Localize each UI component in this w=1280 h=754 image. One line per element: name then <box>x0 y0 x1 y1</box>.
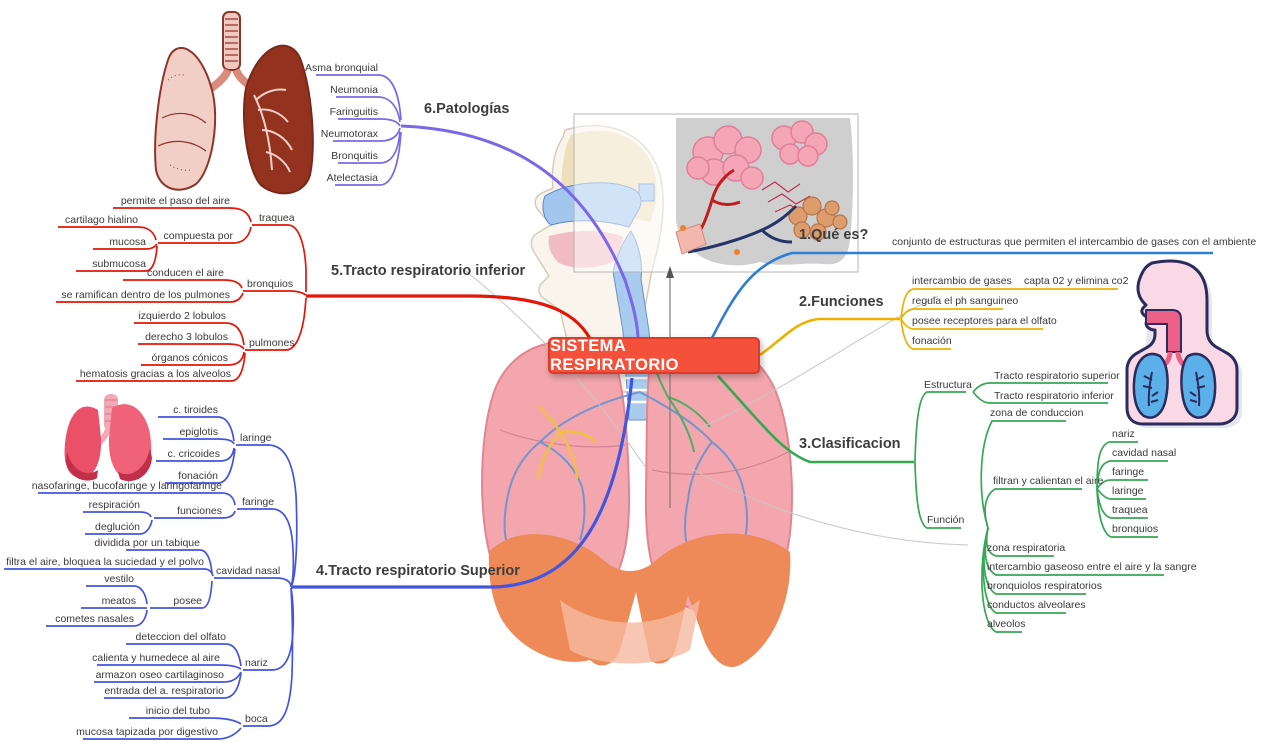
cartoon-lungs-illustration <box>64 394 152 482</box>
node-funciones-faringe[interactable]: funciones <box>177 505 222 517</box>
node-conductos-alveolares[interactable]: conductos alveolares <box>987 599 1086 611</box>
lungs-engraving-illustration <box>154 11 314 195</box>
node-intercambio-gases[interactable]: intercambio de gases <box>912 275 1012 287</box>
node-meatos[interactable]: meatos <box>101 595 136 607</box>
node-zona-conduccion[interactable]: zona de conduccion <box>990 407 1084 419</box>
node-posee[interactable]: posee <box>173 595 202 607</box>
node-dividida-tabique[interactable]: dividida por un tabique <box>94 537 200 549</box>
branch-funciones-lines <box>759 288 1118 357</box>
node-deteccion-olfato[interactable]: deteccion del olfato <box>135 631 226 643</box>
node-boca[interactable]: boca <box>245 713 268 725</box>
central-topic[interactable]: SISTEMA RESPIRATORIO <box>548 337 760 374</box>
node-receptores-olfato[interactable]: posee receptores para el olfato <box>912 315 1057 327</box>
branch-clasificacion-lines <box>717 375 1168 633</box>
node-izquierdo-lobulos[interactable]: izquierdo 2 lobulos <box>138 310 226 322</box>
node-deglucion[interactable]: deglución <box>95 521 140 533</box>
node-conducen-aire[interactable]: conducen el aire <box>146 267 224 279</box>
node-traquea[interactable]: traquea <box>259 212 295 224</box>
node-cartilago-hialino[interactable]: cartilago hialino <box>65 214 138 226</box>
node-cavidad-nasal[interactable]: cavidad nasal <box>216 565 281 577</box>
node-armazon-oseo[interactable]: armazon oseo cartilaginoso <box>95 669 224 681</box>
node-atelectasia[interactable]: Atelectasia <box>326 172 378 184</box>
node-intercambio-gaseoso[interactable]: intercambio gaseoso entre el aire y la s… <box>987 561 1197 573</box>
node-estructura[interactable]: Estructura <box>924 379 972 391</box>
node-fonacion-funcion[interactable]: fonación <box>912 335 952 347</box>
node-f-laringe[interactable]: laringe <box>1112 485 1144 497</box>
node-nasofaringe[interactable]: nasofaringe, bucofaringe y laringofaring… <box>31 480 222 492</box>
node-tracto-inferior-item[interactable]: Tracto respiratorio inferior <box>994 390 1114 402</box>
node-organos-conicos[interactable]: órganos cónicos <box>151 352 228 364</box>
branch-que-es-lines <box>710 251 1213 339</box>
node-zona-respiratoria[interactable]: zona respiratoria <box>987 542 1066 554</box>
topic-tracto-inferior[interactable]: 5.Tracto respiratorio inferior <box>331 263 526 279</box>
node-hematosis[interactable]: hematosis gracias a los alveolos <box>79 368 231 380</box>
node-funcion[interactable]: Función <box>927 514 965 526</box>
node-permite-paso-aire[interactable]: permite el paso del aire <box>120 195 230 207</box>
node-pulmones[interactable]: pulmones <box>249 337 295 349</box>
node-respiracion[interactable]: respiración <box>88 499 140 511</box>
node-filtra-aire[interactable]: filtra el aire, bloquea la suciedad y el… <box>6 556 204 568</box>
node-se-ramifican[interactable]: se ramifican dentro de los pulmones <box>61 289 230 301</box>
node-f-traquea[interactable]: traquea <box>1112 504 1148 516</box>
node-submucosa[interactable]: submucosa <box>92 258 146 270</box>
node-calienta-humedece[interactable]: calienta y humedece al aire <box>92 652 220 664</box>
node-filtran-calientan[interactable]: filtran y calientan el aire <box>993 475 1104 487</box>
node-entrada-respiratorio[interactable]: entrada del a. respiratorio <box>104 685 224 697</box>
node-definicion[interactable]: conjunto de estructuras que permiten el … <box>892 236 1257 248</box>
node-inicio-tubo[interactable]: inicio del tubo <box>145 705 210 717</box>
node-asma-bronquial[interactable]: Asma bronquial <box>305 62 378 74</box>
node-bronquitis[interactable]: Bronquitis <box>331 150 378 162</box>
node-mucosa[interactable]: mucosa <box>109 236 146 248</box>
node-capta-o2[interactable]: capta 02 y elimina co2 <box>1024 275 1129 287</box>
node-c-tiroides[interactable]: c. tiroides <box>173 404 218 416</box>
node-neumonia[interactable]: Neumonia <box>330 84 378 96</box>
node-tracto-superior-item[interactable]: Tracto respiratorio superior <box>994 370 1120 382</box>
node-bronquiolos[interactable]: bronquiolos respiratorios <box>987 580 1102 592</box>
node-faringuitis[interactable]: Faringuitis <box>329 106 378 118</box>
branch-superior-lines <box>4 377 634 740</box>
node-alveolos[interactable]: alveolos <box>987 618 1026 630</box>
node-compuesta-por[interactable]: compuesta por <box>163 230 233 242</box>
topic-clasificacion[interactable]: 3.Clasificacion <box>799 436 901 452</box>
node-faringe[interactable]: faringe <box>242 496 275 508</box>
node-regula-ph[interactable]: regula el ph sanguineo <box>912 295 1019 307</box>
topic-que-es[interactable]: 1.Qué es? <box>799 227 869 243</box>
central-topic-label: SISTEMA RESPIRATORIO <box>550 336 679 374</box>
alveoli-inset-illustration <box>573 113 859 508</box>
node-nariz[interactable]: nariz <box>245 657 268 669</box>
node-vestilo[interactable]: vestilo <box>104 573 134 585</box>
node-c-cricoides[interactable]: c. cricoides <box>167 448 220 460</box>
node-f-nariz[interactable]: nariz <box>1112 428 1135 440</box>
node-f-bronquios[interactable]: bronquios <box>1112 523 1159 535</box>
topic-patologias[interactable]: 6.Patologías <box>424 101 510 117</box>
node-cometes-nasales[interactable]: cometes nasales <box>55 613 134 625</box>
face-lungs-icon <box>1125 259 1242 428</box>
branch-patologias-lines <box>316 74 640 338</box>
node-epiglotis[interactable]: epiglotis <box>179 426 218 438</box>
topic-tracto-superior[interactable]: 4.Tracto respiratorio Superior <box>316 563 520 579</box>
node-mucosa-tapizada[interactable]: mucosa tapizada por digestivo <box>76 726 218 738</box>
topic-funciones[interactable]: 2.Funciones <box>799 294 884 310</box>
node-bronquios[interactable]: bronquios <box>247 278 294 290</box>
node-laringe[interactable]: laringe <box>240 432 272 444</box>
node-fonacion-laringe[interactable]: fonación <box>178 470 218 482</box>
node-neumotorax[interactable]: Neumotorax <box>320 128 378 140</box>
node-f-cavidad-nasal[interactable]: cavidad nasal <box>1112 447 1177 459</box>
node-derecho-lobulos[interactable]: derecho 3 lobulos <box>145 331 228 343</box>
node-f-faringe[interactable]: faringe <box>1112 466 1145 478</box>
